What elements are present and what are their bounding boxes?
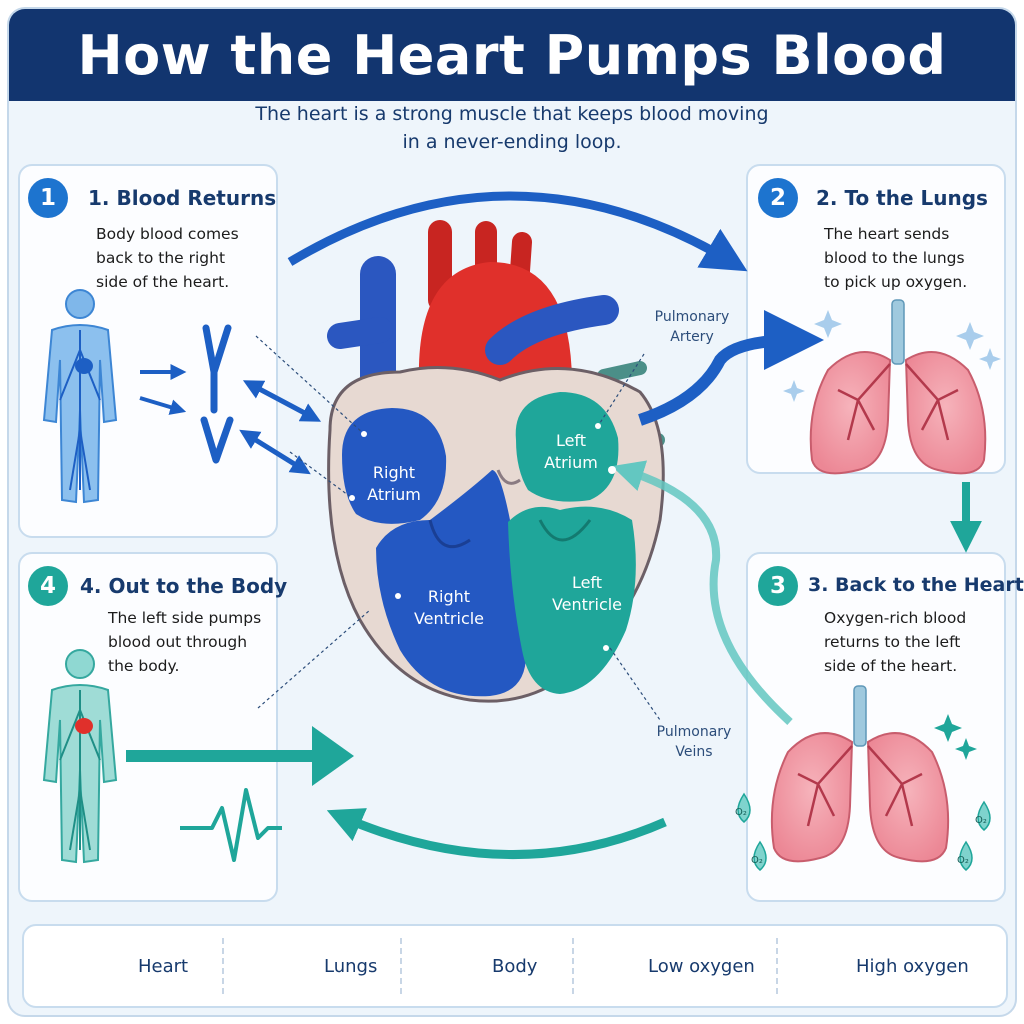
heartbeat-icon	[180, 788, 282, 862]
legend-divider	[222, 938, 224, 994]
to-heart-arrow-b	[239, 429, 311, 475]
step-1-title: 1. Blood Returns	[88, 186, 277, 210]
legend-label-low-oxygen: Low oxygen	[648, 956, 755, 977]
pulmonary-artery-vessel	[638, 310, 824, 426]
heart-illustration	[327, 220, 665, 703]
pulmonary-veins-label: Pulmonary Veins	[656, 724, 732, 760]
oxygen-symbol-4: O₂	[957, 855, 969, 866]
body-figure-blue-icon	[42, 289, 118, 504]
step-4-body: The left side pumps blood out through th…	[108, 609, 262, 675]
step-3-title: 3. Back to the Heart	[808, 574, 1024, 596]
step-1-badge: 1	[28, 178, 68, 218]
pulmonary-veins-vessel	[611, 460, 793, 725]
out-to-body-arrow	[126, 726, 354, 786]
subtitle: The heart is a strong muscle that keeps …	[255, 103, 769, 153]
step-2-body: The heart sends blood to the lungs to pi…	[824, 225, 968, 291]
loop-arrow-bottom	[326, 808, 667, 860]
step-2-badge: 2	[758, 178, 798, 218]
leader-lines	[255, 335, 661, 721]
sparkle-icons-top	[783, 310, 1001, 402]
sparkle-icons-bottom	[934, 714, 977, 760]
oxygen-symbol-1: O₂	[735, 807, 747, 818]
legend-label-heart: Heart	[138, 956, 189, 977]
step1-arrow-b	[139, 396, 187, 415]
loop-arrow-top	[287, 191, 748, 272]
title-banner: How the Heart Pumps Blood	[9, 9, 1015, 101]
legend	[22, 924, 1008, 1008]
vein-icon	[200, 324, 234, 464]
to-heart-arrow-a	[242, 380, 322, 422]
oxygen-symbol-2: O₂	[751, 855, 763, 866]
step-2-title: 2. To the Lungs	[816, 186, 988, 210]
leader-dots	[349, 423, 616, 651]
legend-divider	[572, 938, 574, 994]
step-3-badge: 3	[758, 566, 798, 606]
step-1-body: Body blood comes back to the right side …	[96, 225, 239, 291]
lungs-illustration-top	[809, 299, 987, 475]
legend-divider	[776, 938, 778, 994]
legend-divider	[400, 938, 402, 994]
step-4-title: 4. Out to the Body	[80, 574, 288, 598]
oxygen-symbol-3: O₂	[975, 815, 987, 826]
right-atrium-label: Right Atrium	[367, 463, 421, 504]
step-4-badge: 4	[28, 566, 68, 606]
lungs-illustration-bottom	[770, 685, 950, 863]
page-title: How the Heart Pumps Blood	[77, 23, 947, 87]
oxygen-droplets	[737, 792, 991, 871]
pulmonary-artery-label: Pulmonary Artery	[654, 309, 730, 345]
left-ventricle-label: Left Ventricle	[551, 573, 623, 614]
right-ventricle-label: Right Ventricle	[413, 587, 485, 628]
step-3-body: Oxygen-rich blood returns to the left si…	[824, 609, 967, 675]
left-atrium-label: Left Atrium	[544, 431, 598, 472]
legend-label-lungs: Lungs	[324, 956, 378, 977]
body-figure-teal-icon	[42, 649, 118, 864]
legend-label-body: Body	[492, 956, 538, 977]
legend-label-high-oxygen: High oxygen	[856, 956, 969, 977]
